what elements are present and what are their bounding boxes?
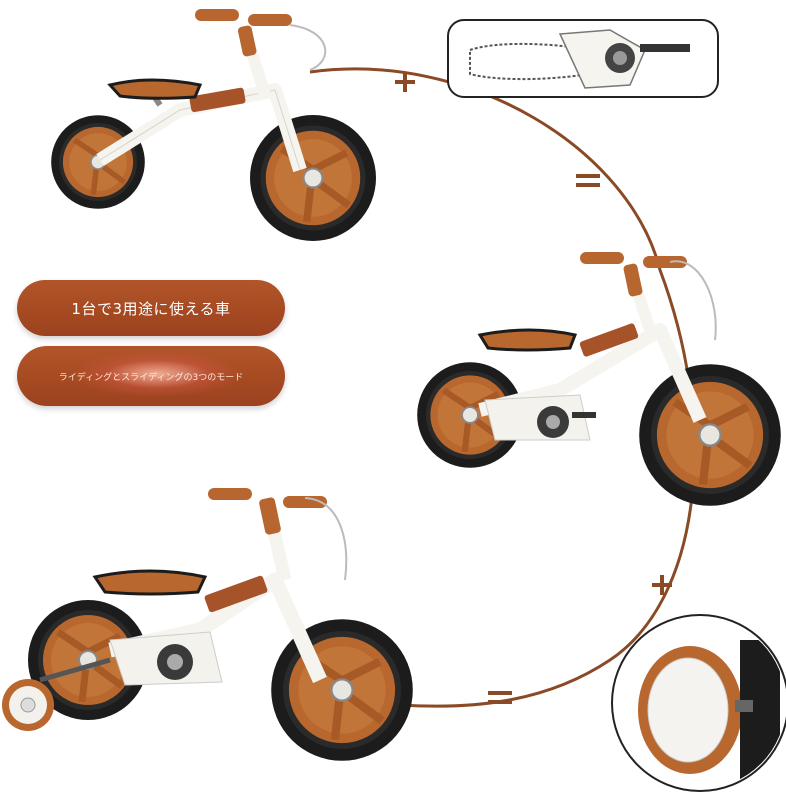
equals-sign-1 xyxy=(576,174,600,187)
subline-text: ライディングとスライディングの3つのモード xyxy=(58,372,244,383)
training-wheel-zoom xyxy=(611,614,786,792)
plus-sign-2 xyxy=(652,575,672,595)
bike-balance xyxy=(51,9,376,241)
headline-pill: 1台で3用途に使える車 xyxy=(17,280,285,336)
training-wheel xyxy=(2,679,54,731)
bike-training xyxy=(2,488,413,761)
subline-pill: ライディングとスライディングの3つのモード xyxy=(17,346,285,406)
equals-sign-2 xyxy=(488,691,512,704)
headline-text: 1台で3用途に使える車 xyxy=(71,299,231,318)
glow-highlight xyxy=(77,352,237,396)
bike-pedal xyxy=(417,252,781,506)
chain-guard-inset xyxy=(447,19,719,98)
plus-sign-1 xyxy=(395,72,415,92)
